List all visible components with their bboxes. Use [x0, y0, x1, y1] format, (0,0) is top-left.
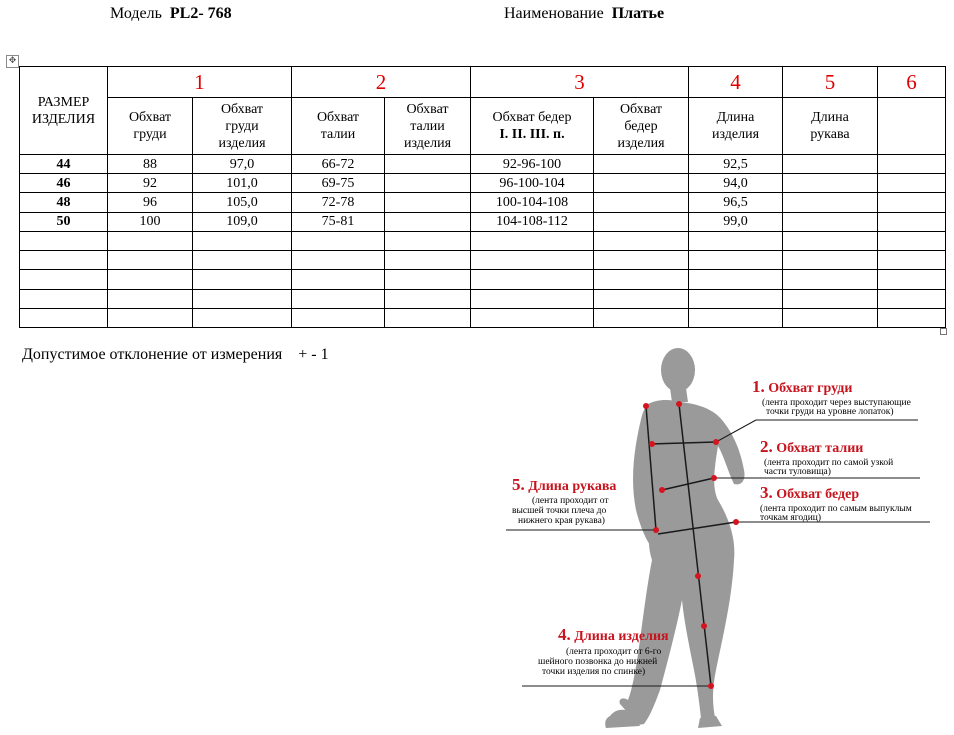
table-resize-handle-icon[interactable] [940, 328, 947, 335]
measure-header-line: рукава [810, 127, 850, 142]
measure-cell [877, 250, 946, 271]
measure-header-line: I. II. III. п. [499, 127, 565, 142]
marker-dot [649, 441, 655, 447]
group-number: 6 [877, 66, 946, 98]
measure-header-line: талии [320, 127, 356, 142]
measure-header-line: Обхват [406, 101, 449, 117]
size-cell: 46 [19, 173, 108, 194]
measure-header-line: Обхват [220, 101, 264, 117]
label-5-title: 5. Длина рукава [512, 475, 616, 494]
measure-header-line: груди [133, 127, 167, 142]
measure-header-cell: Длина изделия [688, 97, 783, 155]
measure-header-line: бедер [624, 118, 658, 134]
measure-header-cell: Обхват груди [107, 97, 193, 155]
measure-header-line: Обхват [619, 101, 663, 117]
marker-dot [701, 623, 707, 629]
measure-header-cell [877, 97, 946, 155]
label-4-note: шейного позвонка до нижней [538, 656, 657, 667]
marker-dot [711, 475, 717, 481]
product-name-label: Наименование [504, 5, 604, 22]
table-row [19, 250, 946, 271]
label-5-note: нижнего края рукава) [518, 515, 605, 526]
label-5-note: высшей точки плеча до [512, 505, 606, 516]
label-5-note: (лента проходит от [532, 495, 609, 506]
group-number: 4 [688, 66, 783, 98]
size-header-line: РАЗМЕР [37, 94, 90, 110]
measure-header-line: Обхват бедер [492, 110, 572, 125]
measure-header-line: изделия [403, 135, 452, 151]
label-2-title: 2. Обхват талии [760, 437, 863, 456]
marker-dot [659, 487, 665, 493]
measure-header-line: талии [410, 118, 445, 134]
size-cell: 50 [19, 211, 108, 232]
product-name-value: Платье [611, 5, 665, 22]
label-1-title: 1. Обхват груди [752, 377, 852, 396]
measurement-lines [645, 403, 737, 687]
leader-lines [506, 419, 930, 687]
label-2-note: части туловища) [764, 466, 831, 477]
label-1-note: точки груди на уровне лопаток) [766, 406, 894, 417]
label-3-note: (лента проходит по самым выпуклым [760, 503, 912, 514]
model-header: Модель PL2- 768 [110, 5, 232, 23]
measure-header-line: изделия [617, 135, 665, 151]
measure-header-cell: Обхват бедер I. II. III. п. [470, 97, 594, 155]
size-header-line: ИЗДЕЛИЯ [31, 111, 96, 127]
label-3-title: 3. Обхват бедер [760, 483, 859, 502]
measure-cell: 72-78 [291, 192, 385, 213]
label-4-title: 4. Длина изделия [558, 625, 669, 644]
marker-dot [733, 519, 739, 525]
measure-header-line: изделия [218, 135, 266, 151]
table-row [19, 230, 946, 252]
marker-dot [713, 439, 719, 445]
measure-cell [877, 269, 946, 290]
measure-cell [877, 307, 946, 329]
marker-dot [676, 401, 682, 407]
marker-dot [653, 527, 659, 533]
body-silhouette [605, 348, 745, 728]
measure-cell: 94,0 [688, 173, 783, 194]
measure-header-line: изделия [711, 127, 760, 142]
marker-dot [695, 573, 701, 579]
measure-header-line: Длина [716, 110, 755, 125]
label-3-note: точкам ягодиц) [760, 512, 821, 523]
measure-header-line: Длина [811, 110, 849, 125]
tolerance-value: + - 1 [298, 346, 329, 363]
model-value: PL2- 768 [169, 5, 232, 22]
table-row [19, 307, 946, 329]
tolerance-text: Допустимое отклонение от измерения [22, 346, 283, 363]
measure-header-line: Обхват [316, 110, 360, 125]
table-move-handle-icon[interactable]: ✥ [6, 55, 19, 68]
product-name-header: Наименование Платье [504, 5, 664, 23]
label-4-note: (лента проходит от 6-го [566, 646, 661, 657]
measure-header-cell: Длина рукава [782, 97, 878, 155]
model-label: Модель [110, 5, 162, 22]
measure-header-line: Обхват [128, 110, 172, 125]
measurement-markers [643, 401, 739, 689]
measure-cell: 75-81 [291, 211, 385, 232]
label-1-note: (лента проходит через выступающие [762, 397, 911, 408]
measure-header-line: груди [225, 118, 259, 134]
label-2-note: (лента проходит по самой узкой [764, 457, 893, 468]
tolerance-note: Допустимое отклонение от измерения + - 1 [22, 346, 329, 364]
marker-dot [643, 403, 649, 409]
marker-dot [708, 683, 714, 689]
label-4-note: точки изделия по спинке) [542, 666, 645, 677]
table-row [19, 269, 946, 290]
